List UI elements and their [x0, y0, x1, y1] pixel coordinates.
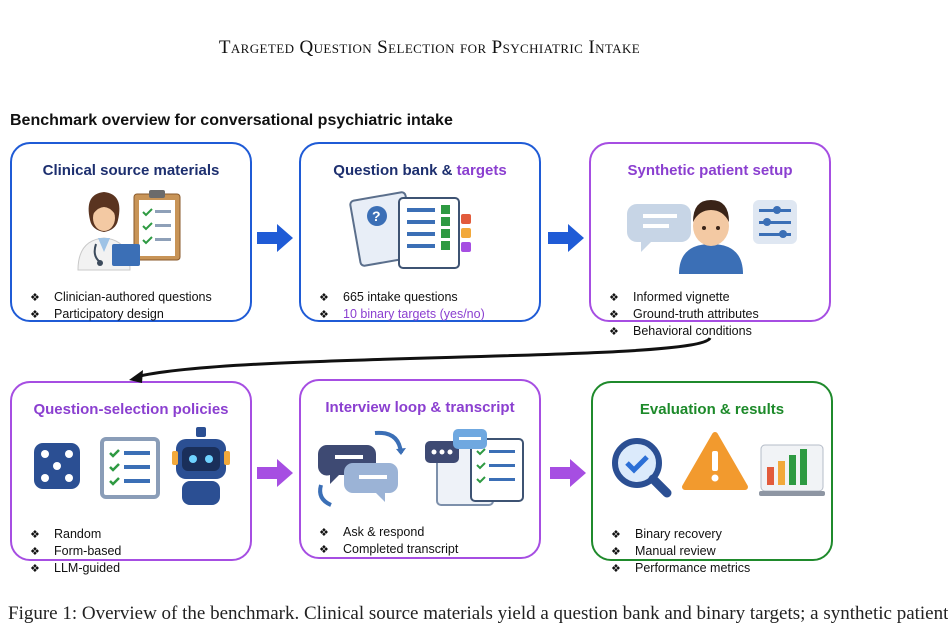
- card-question-bank: Question bank & targets ? ❖665 intake qu…: [299, 142, 541, 322]
- card-title: Question-selection policies: [33, 401, 229, 418]
- bullet-list: ❖Binary recovery ❖Manual review ❖Perform…: [611, 526, 750, 577]
- flow-arrow-icon: [548, 224, 584, 252]
- figure-title: Benchmark overview for conversational ps…: [10, 112, 453, 129]
- card-title: Synthetic patient setup: [627, 162, 793, 179]
- bullet-icon: ❖: [611, 546, 621, 558]
- list-item: ❖Participatory design: [30, 307, 164, 321]
- list-item: ❖Clinician-authored questions: [30, 290, 212, 304]
- page-header-title: Targeted Question Selection for Psychiat…: [218, 37, 641, 58]
- bullet-icon: ❖: [30, 563, 40, 575]
- list-item: ❖Ask & respond: [319, 525, 425, 539]
- list-item: ❖Performance metrics: [611, 561, 751, 575]
- dice-icon: [34, 443, 80, 489]
- bullet-icon: ❖: [30, 309, 40, 321]
- bullet-icon: ❖: [611, 529, 621, 541]
- list-item: ❖10 binary targets (yes/no): [319, 307, 485, 321]
- doctor-with-clipboard-icon: [77, 190, 181, 271]
- list-item: ❖LLM-guided: [30, 561, 121, 575]
- card-title: Evaluation & results: [639, 401, 785, 418]
- card-evaluation: Evaluation & results ❖Binary recovery ❖M…: [591, 381, 833, 575]
- bullet-icon: ❖: [609, 309, 619, 321]
- flow-arrow-icon: [550, 459, 586, 487]
- bullet-list: ❖665 intake questions ❖10 binary targets…: [319, 289, 485, 323]
- bullet-icon: ❖: [609, 326, 619, 338]
- bullet-icon: ❖: [30, 546, 40, 558]
- list-item: ❖665 intake questions: [319, 290, 458, 304]
- question-documents-icon: ?: [349, 191, 471, 269]
- list-item: ❖Manual review: [611, 544, 716, 558]
- card-selection-policies: Question-selection policies ❖Ra: [10, 381, 252, 575]
- bullet-icon: ❖: [611, 563, 621, 575]
- policy-icons: [34, 427, 230, 505]
- bullet-list: ❖Ask & respond ❖Completed transcript: [319, 524, 458, 558]
- flow-arrow-icon: [257, 459, 293, 487]
- bullet-icon: ❖: [319, 544, 329, 556]
- card-clinical-source: Clinical source materials ❖Clinician-aut…: [10, 142, 252, 322]
- bar-chart-icon: [759, 444, 825, 496]
- card-title: Question bank & targets: [333, 162, 507, 179]
- svg-text:?: ?: [372, 208, 381, 224]
- card-title: Clinical source materials: [42, 162, 220, 179]
- card-interview-loop: Interview loop & transcript ❖Ask &: [299, 379, 541, 559]
- bullet-icon: ❖: [30, 529, 40, 541]
- magnifier-check-icon: [612, 438, 672, 498]
- bullet-icon: ❖: [319, 309, 329, 321]
- list-item: ❖Behavioral conditions: [609, 324, 752, 338]
- bullet-icon: ❖: [609, 292, 619, 304]
- interview-icons: [317, 429, 524, 507]
- list-item: ❖Binary recovery: [611, 527, 722, 541]
- list-item: ❖Informed vignette: [609, 290, 730, 304]
- evaluation-icons: [612, 432, 825, 498]
- chat-loop-icon: [317, 430, 406, 507]
- transcript-icon: [425, 429, 524, 506]
- robot-icon: [172, 427, 230, 505]
- bullet-icon: ❖: [319, 292, 329, 304]
- list-item: ❖Random: [30, 527, 102, 541]
- bullet-list: ❖Informed vignette ❖Ground-truth attribu…: [609, 289, 759, 340]
- bullet-icon: ❖: [319, 527, 329, 539]
- figure-caption: Figure 1: Overview of the benchmark. Cli…: [8, 603, 948, 624]
- form-icon: [100, 437, 160, 499]
- list-item: ❖Form-based: [30, 544, 122, 558]
- list-item: ❖Ground-truth attributes: [609, 307, 759, 321]
- list-item: ❖Completed transcript: [319, 542, 459, 556]
- bullet-list: ❖Clinician-authored questions ❖Participa…: [30, 289, 212, 323]
- warning-icon: [682, 432, 748, 490]
- flow-arrow-icon: [257, 224, 293, 252]
- patient-chat-icon: [627, 200, 797, 274]
- card-synthetic-patient: Synthetic patient setup ❖Informed vignet…: [589, 142, 831, 338]
- card-title: Interview loop & transcript: [325, 399, 515, 416]
- bullet-icon: ❖: [30, 292, 40, 304]
- bullet-list: ❖Random ❖Form-based ❖LLM-guided: [30, 526, 121, 577]
